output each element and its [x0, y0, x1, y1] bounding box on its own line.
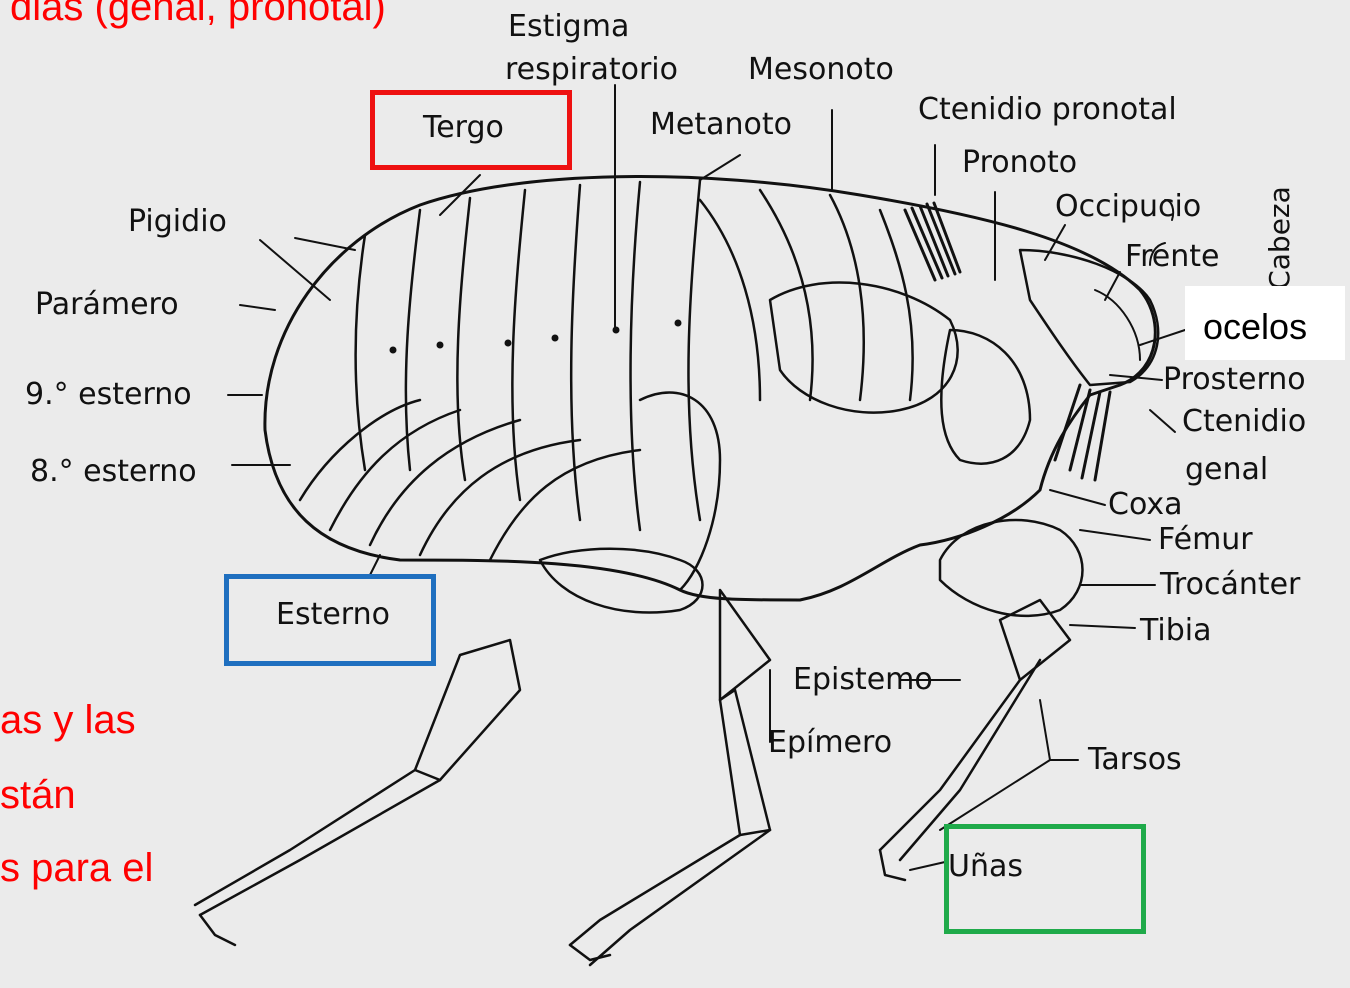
red-annotation-top: dias (genal, pronotal)	[10, 0, 386, 27]
label-mesonoto: Mesonoto	[748, 55, 894, 85]
label-metanoto: Metanoto	[650, 110, 792, 140]
red-annotation-line2: stán	[0, 775, 76, 815]
label-pronoto: Pronoto	[962, 148, 1077, 178]
tergo-highlight-box	[370, 90, 572, 170]
label-respiratorio: respiratorio	[505, 55, 678, 85]
label-ocelos: ocelos	[1203, 306, 1307, 348]
sternal-segments	[300, 400, 640, 560]
flea-head-inner	[1095, 290, 1140, 360]
label-ctenidio: Ctenidio	[1182, 407, 1306, 437]
label-tibia: Tibia	[1140, 616, 1212, 646]
label-trocanter: Trocánter	[1160, 570, 1300, 600]
label-tarsos: Tarsos	[1088, 745, 1182, 775]
spiracles	[390, 320, 682, 354]
label-cabeza: Cabeza	[1266, 186, 1294, 290]
label-prosterno: Prosterno	[1163, 365, 1306, 395]
flea-body-outline	[265, 177, 1155, 600]
hind-leg	[195, 393, 720, 946]
esterno-highlight-box	[224, 574, 436, 666]
abdominal-segments	[356, 180, 700, 530]
label-8-esterno: 8.° esterno	[30, 457, 197, 487]
label-paramero: Parámero	[35, 290, 179, 320]
label-epistemo: Epistemo	[793, 665, 933, 695]
thorax-plates	[700, 190, 1030, 464]
ocelos-callout: ocelos	[1185, 286, 1345, 360]
middle-leg	[570, 590, 770, 965]
label-occipucio: Occipucio	[1055, 192, 1201, 222]
label-ctenidio-pronotal: Ctenidio pronotal	[918, 95, 1177, 125]
label-femur: Fémur	[1158, 525, 1253, 555]
leader-lines	[228, 85, 1185, 870]
unas-highlight-box	[944, 824, 1146, 934]
pronotal-ctenidium	[905, 203, 960, 280]
label-estigma: Estigma	[508, 12, 629, 42]
label-epimero: Epímero	[768, 728, 892, 758]
genal-ctenidium	[1055, 385, 1110, 480]
label-coxa: Coxa	[1108, 490, 1183, 520]
red-annotation-line3: s para el	[0, 848, 153, 888]
red-annotation-line1: as y las	[0, 700, 136, 740]
label-pigidio: Pigidio	[128, 207, 227, 237]
label-genal: genal	[1185, 455, 1268, 485]
label-frente: Frente	[1125, 242, 1219, 272]
label-9-esterno: 9.° esterno	[25, 380, 192, 410]
